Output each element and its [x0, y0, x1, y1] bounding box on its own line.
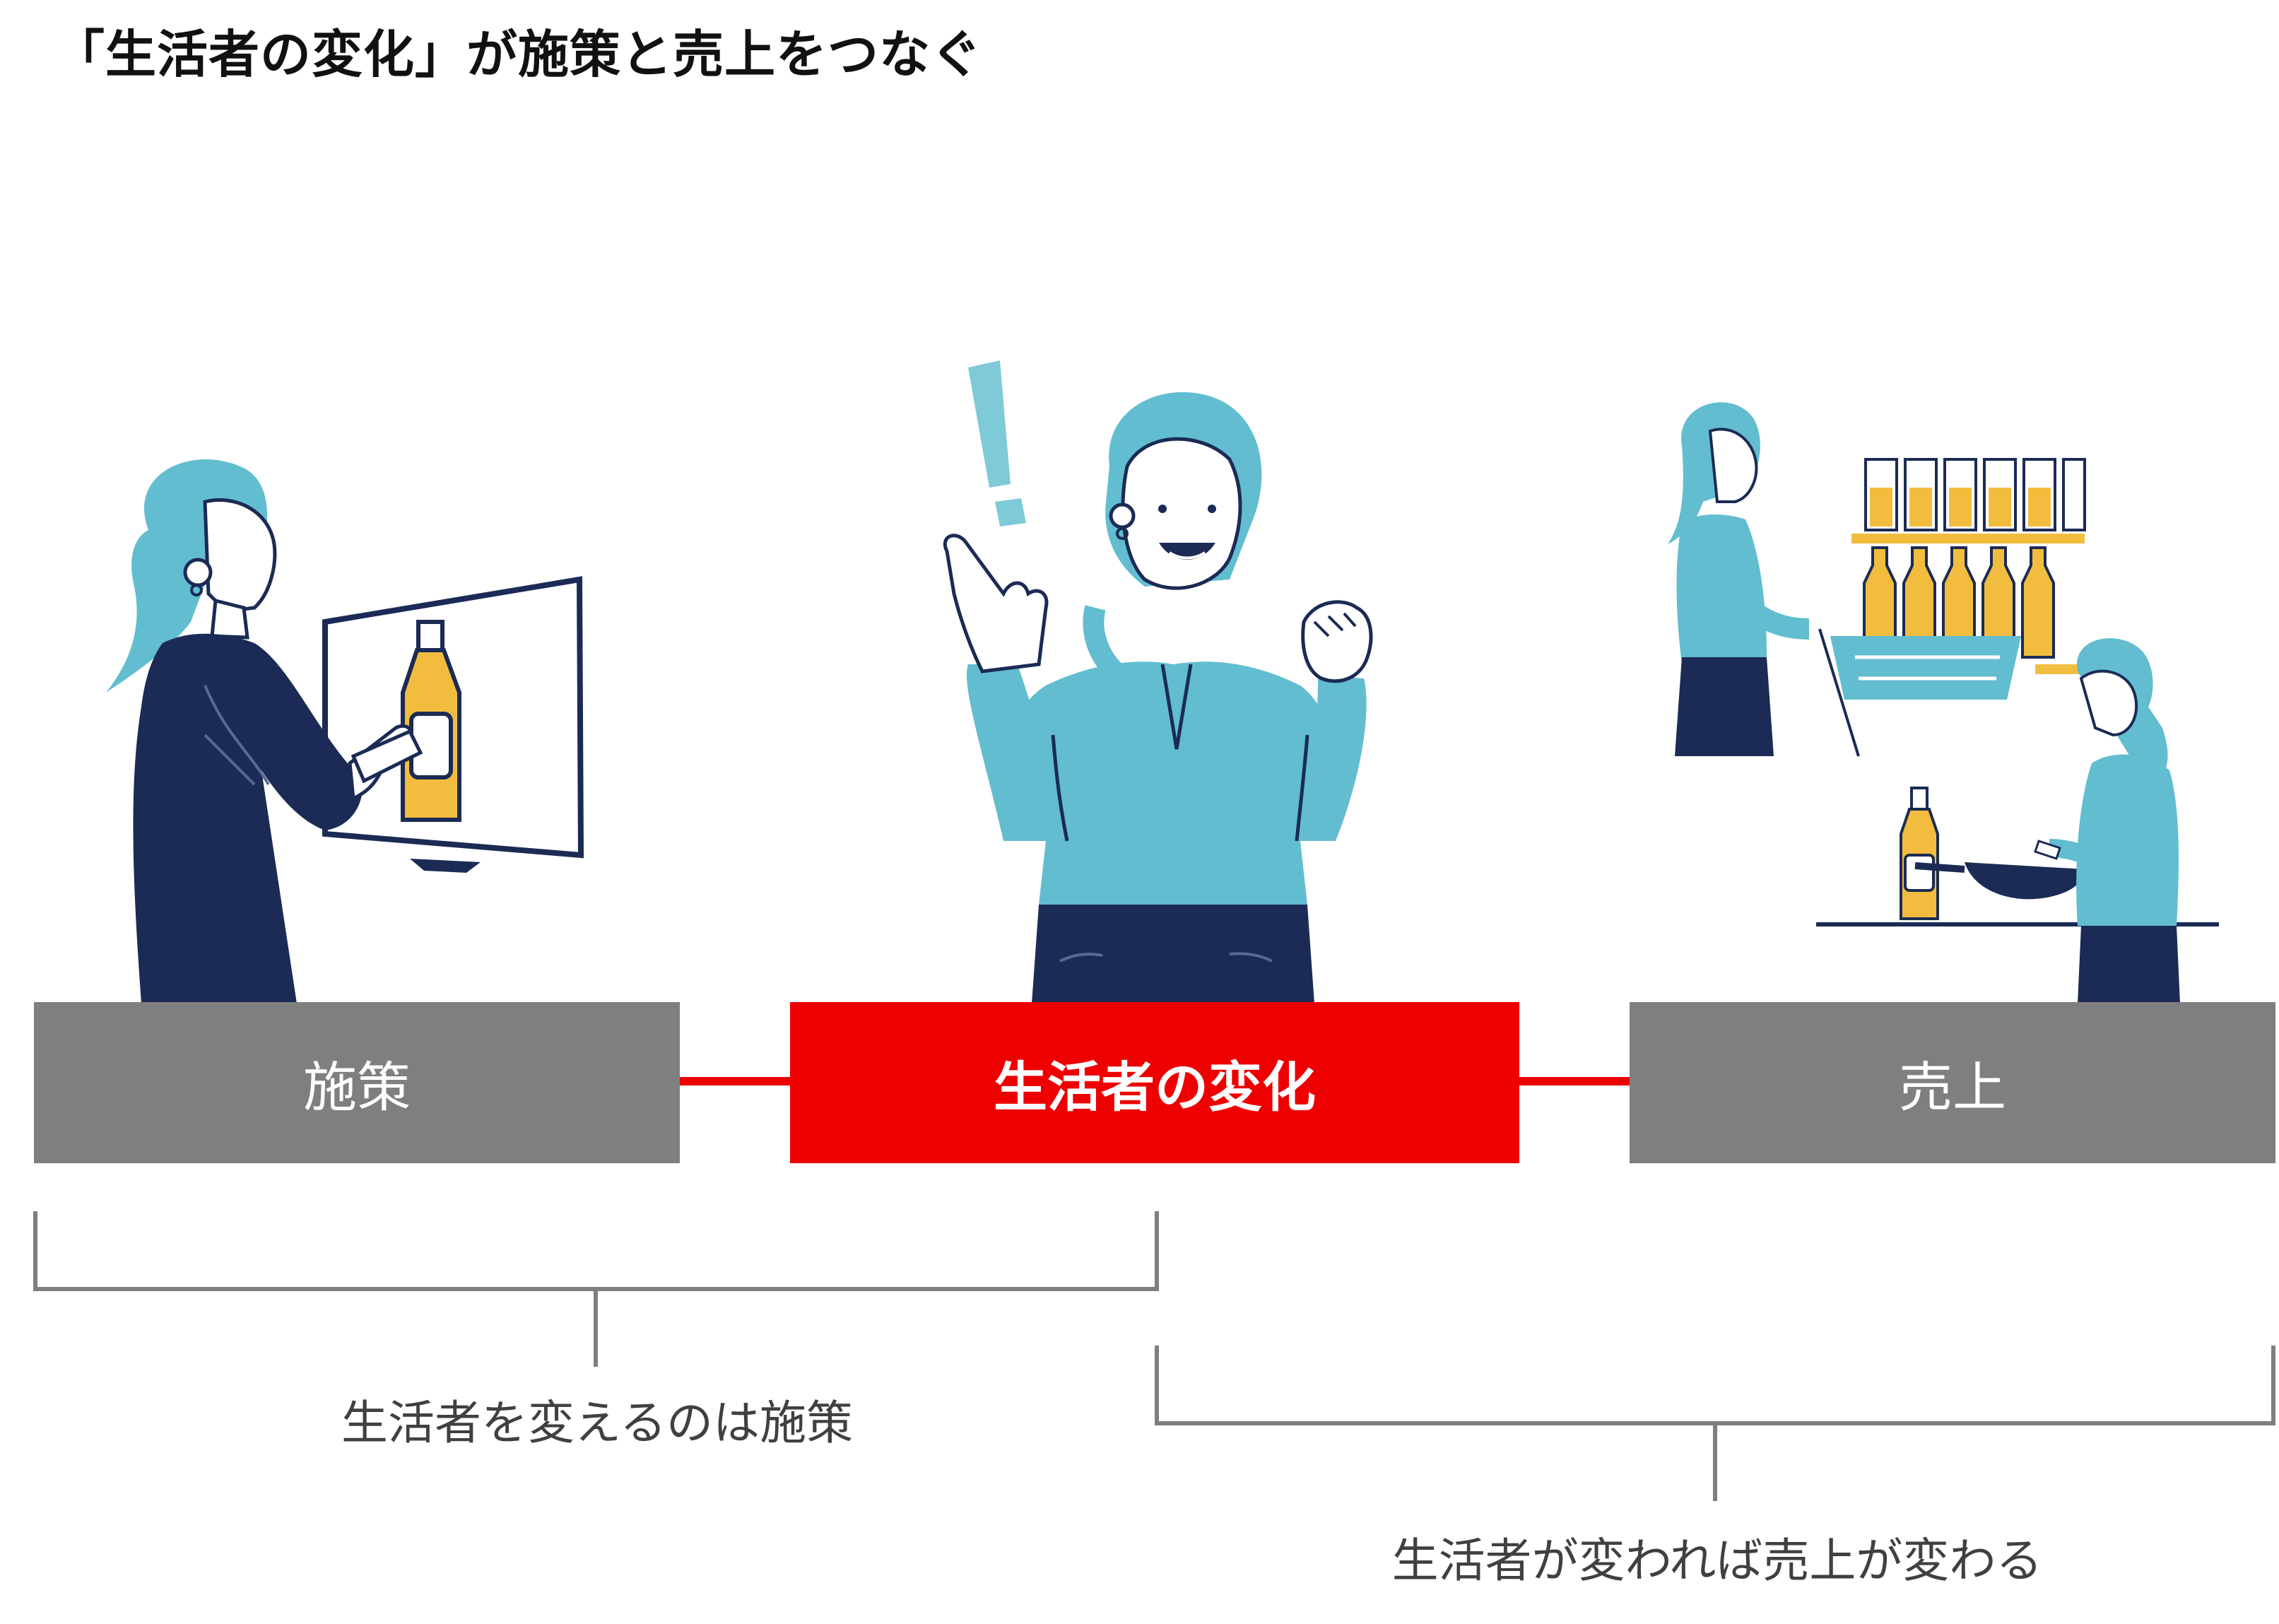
left-bracket — [33, 1211, 1159, 1367]
left-caption: 生活者を変えるのは施策 — [341, 1396, 854, 1450]
bottle-icon — [401, 620, 461, 822]
frying-pan-icon — [1914, 862, 2085, 900]
connector-line-left — [680, 1077, 790, 1085]
shopping-and-cooking-illustration — [1668, 402, 2219, 1004]
excited-woman-illustration — [943, 360, 1373, 1004]
exclamation-icon — [968, 360, 1026, 526]
store-shelf-icon — [1851, 458, 2092, 674]
consumer-change-box: 生活者の変化 — [790, 1002, 1519, 1163]
consumer-change-box-label: 生活者の変化 — [994, 1056, 1316, 1119]
measures-box: 施策 — [34, 1002, 680, 1163]
right-caption: 生活者が変われば売上が変わる — [1391, 1534, 2043, 1588]
right-bracket — [1155, 1346, 2275, 1501]
sales-box-label: 売上 — [1899, 1056, 2006, 1119]
bottle-icon — [1900, 787, 1939, 920]
measures-box-label: 施策 — [303, 1056, 411, 1119]
page-title: 「生活者の変化」が施策と売上をつなぐ — [54, 25, 983, 84]
sales-box: 売上 — [1630, 1002, 2275, 1163]
connector-line-right — [1519, 1077, 1630, 1085]
shopping-basket-icon — [1818, 628, 2021, 757]
woman-touching-screen-illustration — [106, 459, 584, 1004]
